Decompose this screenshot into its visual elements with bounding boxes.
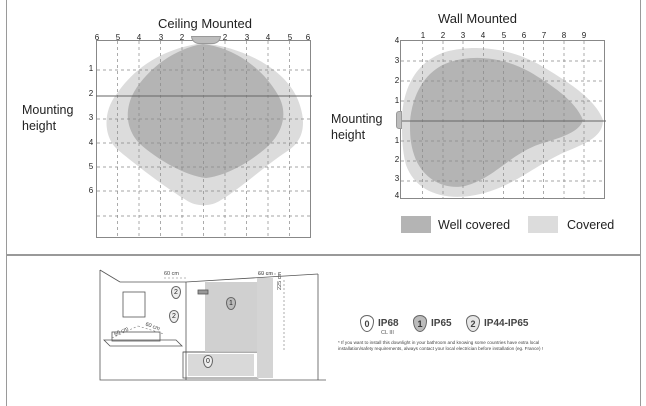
- ceiling-well-covered-area: [127, 44, 284, 178]
- dim-60cm-left: 60 cm: [164, 271, 179, 277]
- legend-covered-swatch: [528, 216, 558, 233]
- zone-2-area: [257, 278, 273, 378]
- wall-top-tick: 2: [440, 31, 446, 40]
- zone-0-badge: 0: [203, 355, 213, 368]
- ceiling-left-tick: 5: [88, 162, 94, 171]
- wall-top-tick: 3: [460, 31, 466, 40]
- wall-left-tick: 3: [394, 174, 400, 183]
- ceiling-top-tick: 5: [287, 33, 293, 42]
- ceiling-top-tick: 5: [115, 33, 121, 42]
- ceiling-diagram: [96, 40, 312, 238]
- ceiling-top-tick: 4: [136, 33, 142, 42]
- wall-left-tick: 4: [394, 36, 400, 45]
- ip-label: IP65: [431, 318, 452, 329]
- ceiling-top-tick: 2: [222, 33, 228, 42]
- wall-diagram: [400, 40, 606, 199]
- ceiling-fixture-icon: [191, 36, 221, 44]
- wall-top-tick: 9: [581, 31, 587, 40]
- ip-label: IP44-IP65: [484, 318, 529, 329]
- wall-top-tick: 7: [541, 31, 547, 40]
- wall-top-tick: 5: [501, 31, 507, 40]
- wall-left-tick: 2: [394, 76, 400, 85]
- zone-2-right-badge: 2: [171, 286, 181, 299]
- installation-note: * If you want to install this downlight …: [338, 340, 544, 351]
- drop-icon: 2: [466, 315, 480, 332]
- ceiling-top-tick: 6: [94, 33, 100, 42]
- wall-top-tick: 4: [480, 31, 486, 40]
- bathroom-illustration: [99, 269, 326, 381]
- ceiling-top-tick: 3: [244, 33, 250, 42]
- drop-icon: 0: [360, 315, 374, 332]
- frame-left: [6, 0, 7, 406]
- legend-well-covered-label: Well covered: [438, 218, 511, 232]
- wall-top-tick: 6: [521, 31, 527, 40]
- wall-top-tick: 8: [561, 31, 567, 40]
- drop-icon: 1: [413, 315, 427, 332]
- ip-label: IP68: [378, 318, 399, 329]
- ceiling-left-tick: 1: [88, 64, 94, 73]
- ceiling-top-tick: 6: [305, 33, 311, 42]
- ceiling-left-tick: 6: [88, 186, 94, 195]
- wall-left-tick: 3: [394, 56, 400, 65]
- wall-left-tick: 2: [394, 155, 400, 164]
- wall-title: Wall Mounted: [438, 11, 517, 26]
- section-divider: [6, 254, 640, 256]
- wall-top-tick: 1: [420, 31, 426, 40]
- ip-rating-zone-2: 2 IP44-IP65: [466, 315, 528, 332]
- legend-covered-label: Covered: [567, 218, 615, 232]
- zone-1-badge: 1: [226, 297, 236, 310]
- ceiling-left-tick: 2: [88, 89, 94, 98]
- frame-right: [640, 0, 641, 406]
- zone-0-area: [188, 354, 254, 376]
- ceiling-side-label: Mounting height: [22, 103, 74, 133]
- wall-left-tick: 1: [394, 136, 400, 145]
- zone-2-left-badge: 2: [169, 310, 179, 323]
- dim-225cm: 225 cm: [277, 271, 283, 290]
- dim-60cm-right: 60 cm: [258, 271, 273, 277]
- wall-well-covered-area: [410, 57, 583, 187]
- legend-well-covered-swatch: [401, 216, 431, 233]
- ceiling-top-tick: 2: [179, 33, 185, 42]
- zone-1-area: [205, 282, 257, 352]
- ip-sub-label: CL III: [381, 330, 394, 336]
- wall-side-label: Mounting height: [331, 112, 383, 142]
- ceiling-title: Ceiling Mounted: [158, 16, 252, 31]
- ip-rating-zone-1: 1 IP65: [413, 315, 452, 332]
- ceiling-top-tick: 3: [158, 33, 164, 42]
- wall-left-tick: 4: [394, 191, 400, 200]
- ip-rating-zone-0: 0 IP68: [360, 315, 399, 332]
- wall-left-tick: 1: [394, 96, 400, 105]
- ceiling-left-tick: 3: [88, 113, 94, 122]
- ceiling-left-tick: 4: [88, 138, 94, 147]
- ceiling-top-tick: 4: [265, 33, 271, 42]
- wall-fixture-icon: [396, 111, 402, 129]
